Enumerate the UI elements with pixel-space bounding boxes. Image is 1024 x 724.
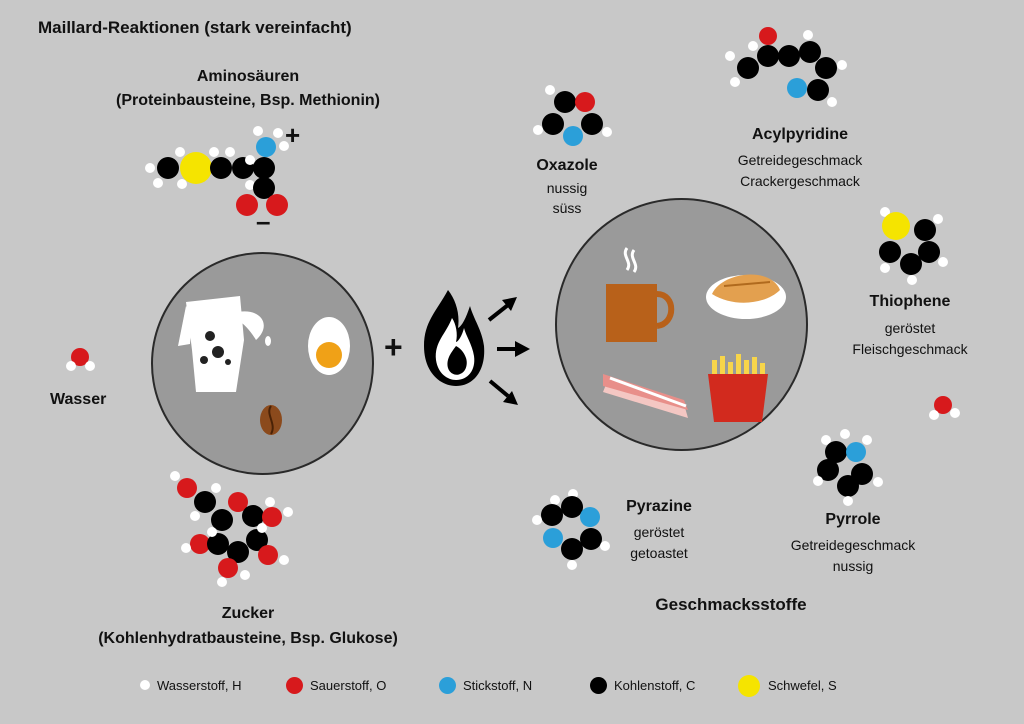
oxygen-legend-label: Sauerstoff, O (310, 678, 387, 693)
amino-acid-title: Aminosäuren (196, 68, 300, 85)
coffee-bean-icon (260, 405, 282, 435)
egg-icon (308, 317, 350, 375)
oxazole-title: Oxazole (536, 157, 598, 174)
fries-icon (708, 354, 768, 422)
hydrogen-legend-label: Wasserstoff, H (157, 678, 242, 693)
pyrazine-flavor-2: getoastet (630, 545, 688, 561)
carbon-legend-label: Kohlenstoff, C (614, 678, 696, 693)
milk-jug-icon (178, 296, 271, 392)
page-title: Maillard-Reaktionen (stark vereinfacht) (38, 18, 352, 37)
pyrazine-title: Pyrazine (626, 498, 692, 515)
oxazole-flavor-2: süss (552, 200, 582, 216)
nitrogen-legend-dot (439, 677, 456, 694)
arrow-up-right-icon (487, 297, 517, 322)
thiophene-title: Thiophene (869, 293, 951, 310)
acylpyridine-title: Acylpyridine (751, 126, 849, 143)
arrow-down-right-icon (488, 379, 518, 405)
coffee-cup-icon (606, 247, 675, 342)
flavor-compounds-label: Geschmacksstoffe (655, 595, 807, 614)
sugar-desc: (Kohlenhydratbausteine, Bsp. Glukose) (98, 630, 398, 647)
sugar-title: Zucker (221, 605, 275, 622)
nitrogen-legend-label: Stickstoff, N (463, 678, 533, 693)
oxazole-flavor-1: nussig (546, 180, 588, 196)
hydrogen-legend-dot (140, 680, 150, 690)
minus-charge: – (256, 206, 271, 236)
bacon-icon (603, 374, 688, 418)
pyrrole-flavor-2: nussig (832, 558, 874, 574)
water-label: Wasser (50, 391, 107, 408)
acylpyridine-flavor-2: Crackergeschmack (740, 173, 860, 189)
pyrrole-flavor-1: Getreidegeschmack (790, 537, 916, 553)
sulfur-legend-label: Schwefel, S (768, 678, 837, 693)
pyrazine-flavor-1: geröstet (633, 524, 685, 540)
carbon-legend-dot (590, 677, 607, 694)
pyrrole-title: Pyrrole (825, 511, 881, 528)
plus-operator: + (384, 329, 403, 365)
bread-plate-icon (706, 274, 786, 319)
amino-acid-desc: (Proteinbausteine, Bsp. Methionin) (115, 92, 381, 109)
oxygen-legend-dot (286, 677, 303, 694)
plus-charge: + (285, 120, 301, 150)
thiophene-flavor-1: geröstet (884, 320, 936, 336)
sulfur-legend-dot (738, 675, 760, 697)
arrow-right-icon (497, 341, 530, 357)
thiophene-flavor-2: Fleischgeschmack (852, 341, 968, 357)
acylpyridine-flavor-1: Getreidegeschmack (737, 152, 863, 168)
